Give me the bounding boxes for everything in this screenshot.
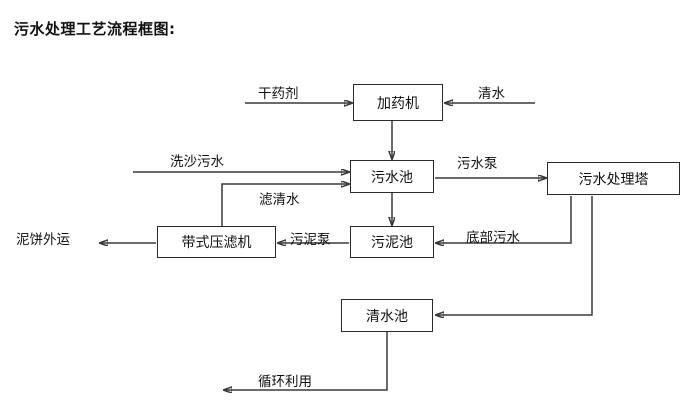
label-filtered-water: 滤清水 [259,192,300,208]
node-label: 带式压滤机 [181,235,252,251]
node-wastewater-pool[interactable]: 污水池 [350,160,434,193]
node-label: 污水处理塔 [578,171,649,188]
node-belt-filter-press[interactable]: 带式压滤机 [157,226,276,258]
label-mud-cake-transport: 泥饼外运 [16,232,70,248]
label-bottom-sewage: 底部污水 [466,230,520,246]
node-sludge-pool[interactable]: 污泥池 [350,226,434,258]
label-recycle-reuse: 循环利用 [258,374,312,390]
label-sewage-pump: 污水泵 [457,156,498,172]
node-label: 污水池 [371,169,413,186]
page-title: 污水处理工艺流程框图: [14,20,176,38]
edge-tower-bottom-sewage-to-sludge-pool [436,196,572,243]
node-label: 清水池 [366,308,408,325]
edge-clear-water-pool-to-recycle [224,332,388,390]
node-label: 污泥池 [371,235,413,251]
node-clear-water-pool[interactable]: 清水池 [341,299,433,332]
label-dry-chemical: 干药剂 [258,86,299,102]
edge-tower-to-clear-water-pool [436,196,593,315]
label-sludge-pump: 污泥泵 [290,232,331,248]
label-clean-water: 清水 [478,86,505,102]
edge-filtered-water-to-wastewater-pool [221,184,349,226]
node-treatment-tower[interactable]: 污水处理塔 [547,162,680,195]
node-label: 加药机 [377,95,419,112]
label-sand-wash-sewage: 洗沙污水 [170,154,224,170]
node-dosing-machine[interactable]: 加药机 [353,84,443,121]
